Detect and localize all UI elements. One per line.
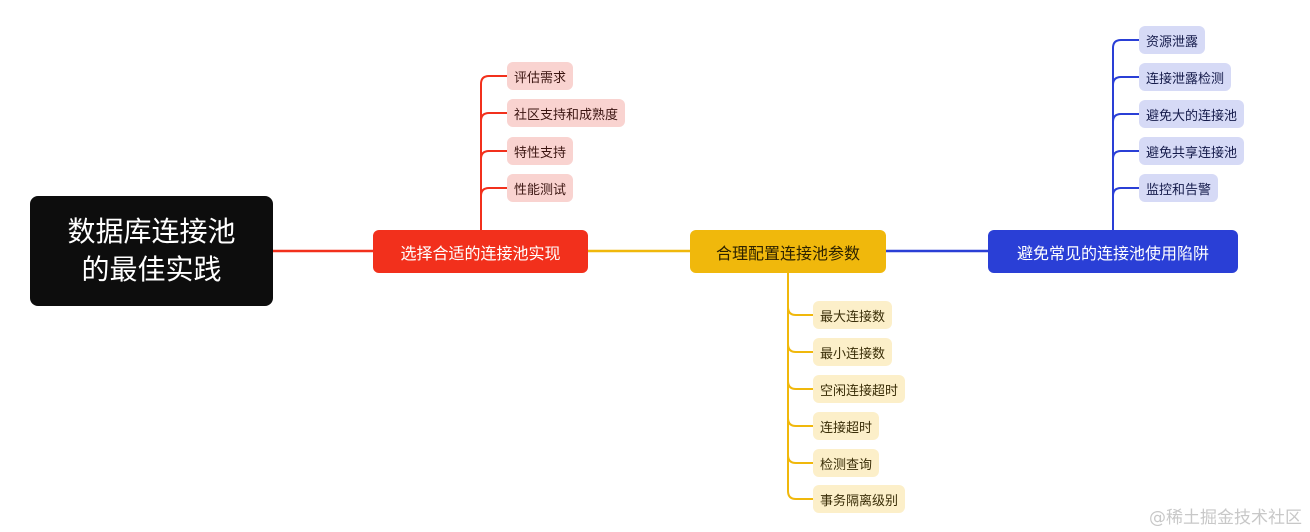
root-title-line2: 的最佳实践 xyxy=(81,253,222,286)
subtopic-label: 连接超时 xyxy=(820,420,873,436)
subtopic-label: 检测查询 xyxy=(820,457,873,473)
subtopic-idle-timeout[interactable]: 空闲连接超时 xyxy=(813,375,906,403)
subtopic-label: 事务隔离级别 xyxy=(820,493,899,509)
subtopic-label: 监控和告警 xyxy=(1146,182,1212,198)
subtopic-avoid-shared-pool[interactable]: 避免共享连接池 xyxy=(1139,137,1245,165)
root-topic[interactable]: 数据库连接池 的最佳实践 xyxy=(30,196,273,306)
subtopic-label: 最大连接数 xyxy=(820,309,886,325)
subtopic-leak-detection[interactable]: 连接泄露检测 xyxy=(1139,63,1232,91)
subtopic-max-connections[interactable]: 最大连接数 xyxy=(813,301,893,329)
subtopic-label: 性能测试 xyxy=(514,182,567,198)
subtopic-label: 资源泄露 xyxy=(1146,34,1199,50)
subtopic-label: 社区支持和成熟度 xyxy=(514,107,619,123)
subtopic-performance-test[interactable]: 性能测试 xyxy=(507,174,574,202)
subtopic-evaluate-needs[interactable]: 评估需求 xyxy=(507,62,574,90)
topic-label: 避免常见的连接池使用陷阱 xyxy=(1016,243,1209,263)
subtopic-connection-timeout[interactable]: 连接超时 xyxy=(813,412,880,440)
subtopic-avoid-large-pool[interactable]: 避免大的连接池 xyxy=(1139,100,1245,128)
subtopic-label: 特性支持 xyxy=(514,145,567,161)
subtopic-label: 连接泄露检测 xyxy=(1146,71,1225,87)
subtopic-isolation-level[interactable]: 事务隔离级别 xyxy=(813,485,906,513)
subtopic-label: 空闲连接超时 xyxy=(820,383,899,399)
subtopic-min-connections[interactable]: 最小连接数 xyxy=(813,338,893,366)
subtopic-community-maturity[interactable]: 社区支持和成熟度 xyxy=(507,99,626,127)
topic-label: 合理配置连接池参数 xyxy=(715,243,860,263)
subtopic-label: 避免大的连接池 xyxy=(1146,108,1238,124)
topic-label: 选择合适的连接池实现 xyxy=(400,243,561,263)
watermark: @稀土掘金技术社区 xyxy=(1149,508,1302,528)
subtopic-feature-support[interactable]: 特性支持 xyxy=(507,137,574,165)
subtopic-label: 避免共享连接池 xyxy=(1146,145,1238,161)
subtopic-resource-leak[interactable]: 资源泄露 xyxy=(1139,26,1206,54)
subtopic-label: 最小连接数 xyxy=(820,346,886,362)
subtopic-monitoring-alerts[interactable]: 监控和告警 xyxy=(1139,174,1219,202)
topic-select-implementation[interactable]: 选择合适的连接池实现 xyxy=(373,230,588,273)
root-title-line1: 数据库连接池 xyxy=(67,215,236,248)
topic-configure-parameters[interactable]: 合理配置连接池参数 xyxy=(690,230,886,273)
subtopic-validation-query[interactable]: 检测查询 xyxy=(813,449,880,477)
topic-avoid-pitfalls[interactable]: 避免常见的连接池使用陷阱 xyxy=(988,230,1238,273)
subtopic-label: 评估需求 xyxy=(514,70,567,86)
